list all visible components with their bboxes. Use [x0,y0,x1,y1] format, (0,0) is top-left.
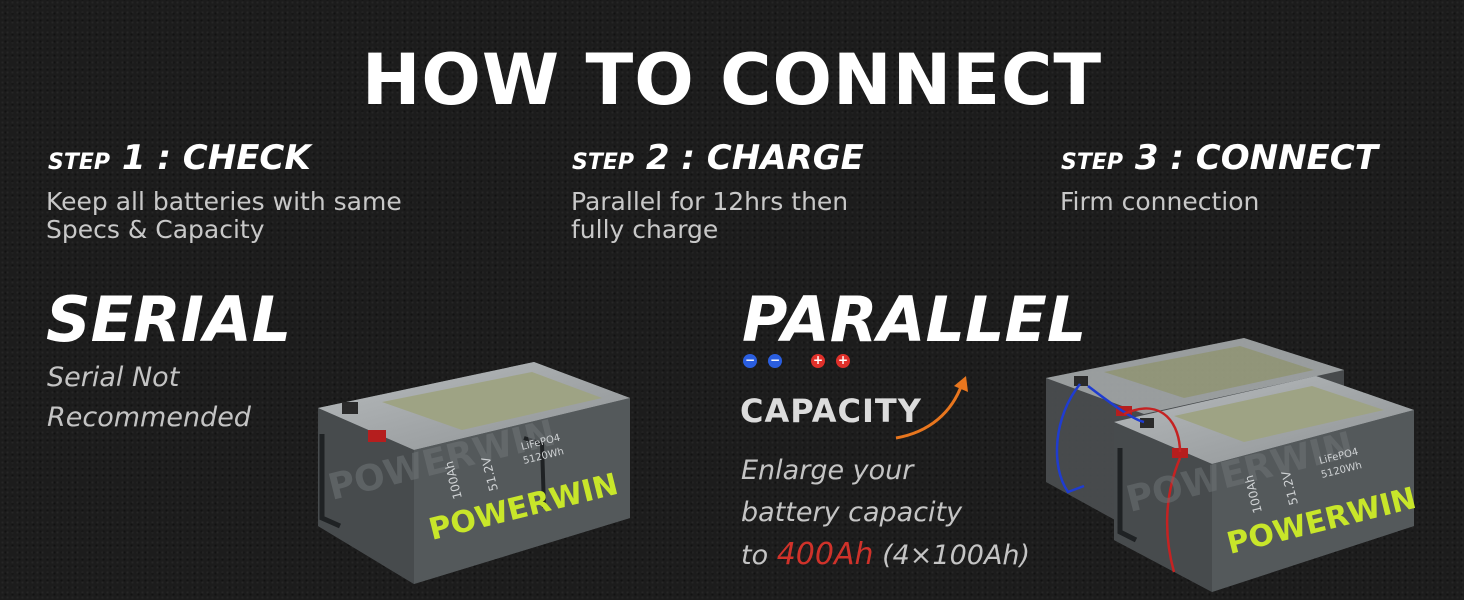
serial-heading: SERIAL [46,283,292,356]
step-1-desc-line1: Keep all batteries with same [46,187,402,216]
step-2-desc-line1: Parallel for 12hrs then [571,187,849,216]
capacity-label: CAPACITY [740,392,922,430]
step-3-desc-line1: Firm connection [1060,187,1260,216]
positive-terminal-icon-1: + [811,353,825,368]
step-2-description: Parallel for 12hrs then fully charge [571,188,848,244]
step-1-title: 1 : CHECK [121,138,311,178]
serial-note-line1: Serial Not [47,362,180,393]
step-2-heading: STEP 2 : CHARGE [572,138,864,183]
positive-terminal-icon-2: + [836,353,850,368]
step-3-description: Firm connection [1060,188,1259,216]
step-3-word: STEP [1061,150,1124,175]
parallel-line1: Enlarge your [741,455,914,486]
page-title: HOW TO CONNECT [361,39,1103,121]
step-1-description: Keep all batteries with same Specs & Cap… [46,188,402,244]
step-2-desc-line2: fully charge [571,215,719,244]
serial-note-line2: Recommended [47,402,251,433]
serial-note: Serial Not Recommended [47,358,251,438]
parallel-line2: battery capacity [741,497,963,528]
parallel-line3: to 400Ah (4×100Ah) [741,534,1030,577]
capacity-highlight: 400Ah [776,537,874,572]
negative-terminal-icon-1: − [743,353,757,368]
step-3-title: 3 : CONNECT [1134,138,1378,178]
parallel-heading: PARALLEL [742,283,1087,356]
parallel-description: Enlarge your battery capacity to 400Ah (… [741,450,1030,577]
capacity-arrow-icon [895,376,968,440]
step-1-desc-line2: Specs & Capacity [46,215,265,244]
parallel-line3-prefix: to [741,540,769,571]
step-3-heading: STEP 3 : CONNECT [1061,138,1378,183]
step-2-word: STEP [572,150,635,175]
step-1-heading: STEP 1 : CHECK [48,138,311,183]
parallel-line3-suffix: (4×100Ah) [882,540,1031,571]
battery-illustration-parallel: POWERWIN POWERWIN LiFePO4 5120Wh 100Ah 5… [1046,338,1420,592]
step-1-word: STEP [48,150,111,175]
step-2-title: 2 : CHARGE [645,138,864,178]
battery-illustration-serial: POWERWIN POWERWIN LiFePO4 5120Wh 100Ah 5… [318,362,630,584]
negative-terminal-icon-2: − [768,353,782,368]
